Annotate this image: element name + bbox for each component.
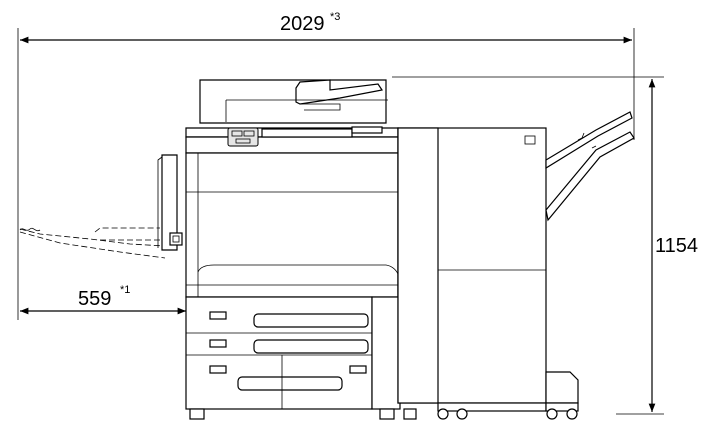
tray-extension-dimension: 559 *1 [20, 284, 189, 318]
total-width-dimension: 2029 *3 [17, 11, 635, 320]
tray-extension-value: 559 [78, 288, 111, 310]
total-width-note: *3 [330, 11, 340, 23]
bypass-tray [157, 154, 183, 251]
printer-main-body [185, 79, 401, 420]
height-value: 1154 [655, 235, 698, 257]
tray-extension-note: *1 [120, 284, 130, 296]
finisher-unit [397, 111, 635, 420]
height-dimension: 1154 [392, 76, 698, 415]
total-width-value: 2029 [280, 13, 325, 35]
bypass-tray-extended [19, 227, 166, 259]
